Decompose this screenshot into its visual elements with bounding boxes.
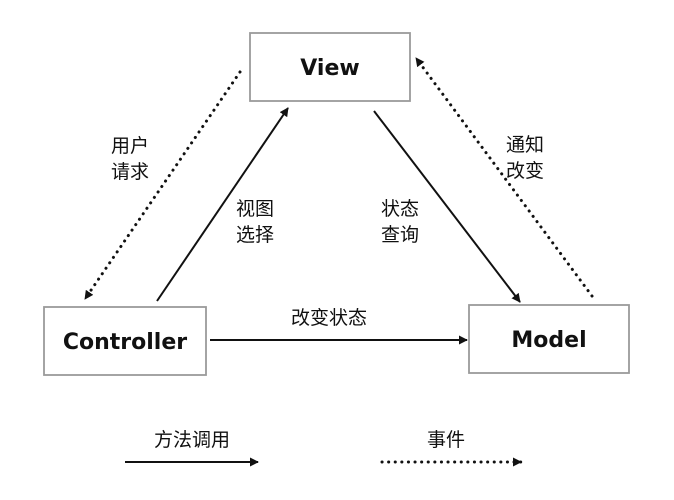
view-node: View [249, 32, 411, 102]
view-node-label: View [300, 56, 359, 81]
user-request-arrow [83, 70, 242, 301]
change-state-label: 改变状态 [291, 307, 367, 329]
notify-change-arrow [414, 56, 594, 298]
controller-node: Controller [43, 306, 207, 376]
model-node: Model [468, 304, 630, 374]
view-select-label: 视图 选择 [236, 198, 280, 246]
controller-node-label: Controller [63, 330, 187, 355]
legend: 方法调用 事件 [125, 429, 523, 467]
user-request-label: 用户 请求 [111, 135, 155, 183]
legend-event-label: 事件 [427, 429, 465, 451]
model-node-label: Model [511, 328, 586, 353]
legend-method-call-label: 方法调用 [154, 429, 230, 451]
view-select-arrow [156, 107, 289, 302]
state-query-label: 状态 查询 [381, 198, 425, 246]
state-query-arrow [373, 110, 521, 303]
notify-change-label: 通知 改变 [506, 134, 550, 182]
